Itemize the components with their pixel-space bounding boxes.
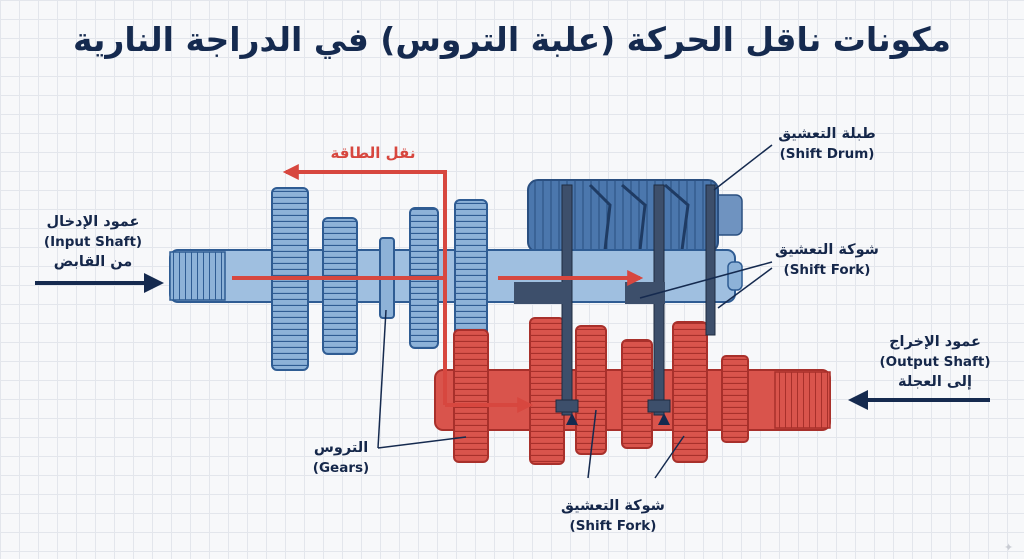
output-gear-1 [453,329,489,463]
gears-label: التروس (Gears) [312,440,370,476]
power-flow-path [232,164,644,413]
sparkle-icon: ✦ [1004,541,1014,554]
power-flow-label: نقل الطاقة [330,144,416,162]
output-shaft-label: عمود الإخراج (Output Shaft) إلى العجلة [879,334,991,390]
output-gear-2 [529,317,565,465]
shift-fork-mounts [514,282,665,304]
shift-drum-label: طبلة التعشيق (Shift Drum) [778,126,876,162]
output-gear-6 [721,355,749,443]
output-gear-4 [621,339,653,449]
shift-fork-3 [705,184,716,336]
input-shaft-label: عمود الإدخال (Input Shaft) من القابض [43,214,143,270]
input-shaft [169,249,743,303]
shift-fork-label-right: شوكة التعشيق (Shift Fork) [775,242,879,278]
leader-lines [377,144,773,479]
input-gear-4 [454,199,488,341]
output-gear-3 [575,325,607,455]
output-gear-5 [672,321,708,463]
shift-drum [527,179,743,253]
page-title: مكونات ناقل الحركة (علبة التروس) في الدر… [73,20,951,59]
fork-pointers [566,413,670,425]
input-gear-2 [322,217,358,355]
shift-fork-label-bottom: شوكة التعشيق (Shift Fork) [561,498,665,534]
